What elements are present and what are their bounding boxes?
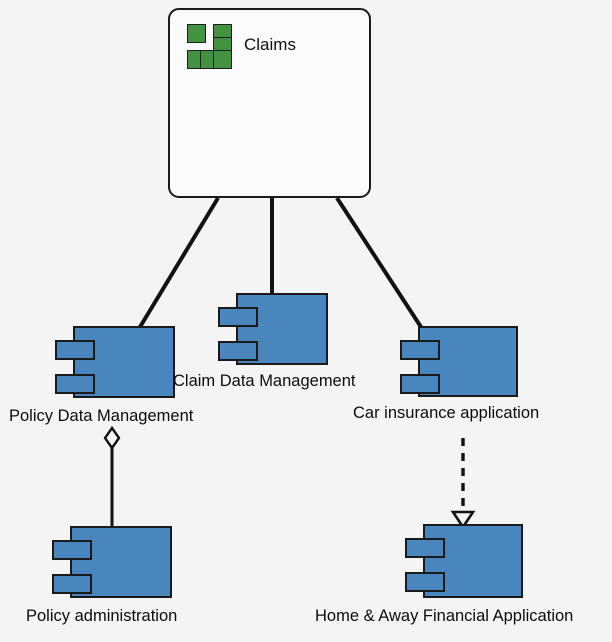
component-label: Policy administration	[26, 607, 178, 625]
stack-icon-cell	[187, 24, 206, 43]
component-tab-top	[400, 340, 440, 360]
component-tab-bottom	[218, 341, 258, 361]
component-tab-top	[405, 538, 445, 558]
component-car-insurance-application[interactable]: Car insurance application	[353, 326, 539, 421]
component-label: Policy Data Management	[9, 407, 194, 425]
package-title: Claims	[244, 35, 296, 54]
component-tab-top	[55, 340, 95, 360]
component-tab-bottom	[400, 374, 440, 394]
component-tab-bottom	[405, 572, 445, 592]
edge-claims-to-car-insurance	[335, 196, 423, 329]
package-claims[interactable]: Claims	[168, 8, 371, 198]
component-body	[70, 526, 172, 598]
component-tab-bottom	[55, 374, 95, 394]
aggregation-diamond-icon	[103, 425, 121, 451]
component-claim-data-management[interactable]: Claim Data Management	[173, 293, 356, 389]
component-tab-top	[218, 307, 258, 327]
edge-claims-to-policy-data	[138, 196, 220, 329]
component-label: Home & Away Financial Application	[315, 607, 574, 625]
component-label: Claim Data Management	[173, 372, 356, 390]
component-policy-data-management[interactable]: Policy Data Management	[9, 326, 193, 424]
component-policy-administration[interactable]: Policy administration	[26, 526, 177, 624]
stack-icon-cell	[213, 50, 232, 69]
green-stack-icon	[187, 24, 232, 69]
component-body	[73, 326, 175, 398]
component-tab-bottom	[52, 574, 92, 594]
component-label: Car insurance application	[353, 404, 540, 422]
component-tab-top	[52, 540, 92, 560]
component-home-away-financial-application[interactable]: Home & Away Financial Application	[315, 524, 573, 624]
